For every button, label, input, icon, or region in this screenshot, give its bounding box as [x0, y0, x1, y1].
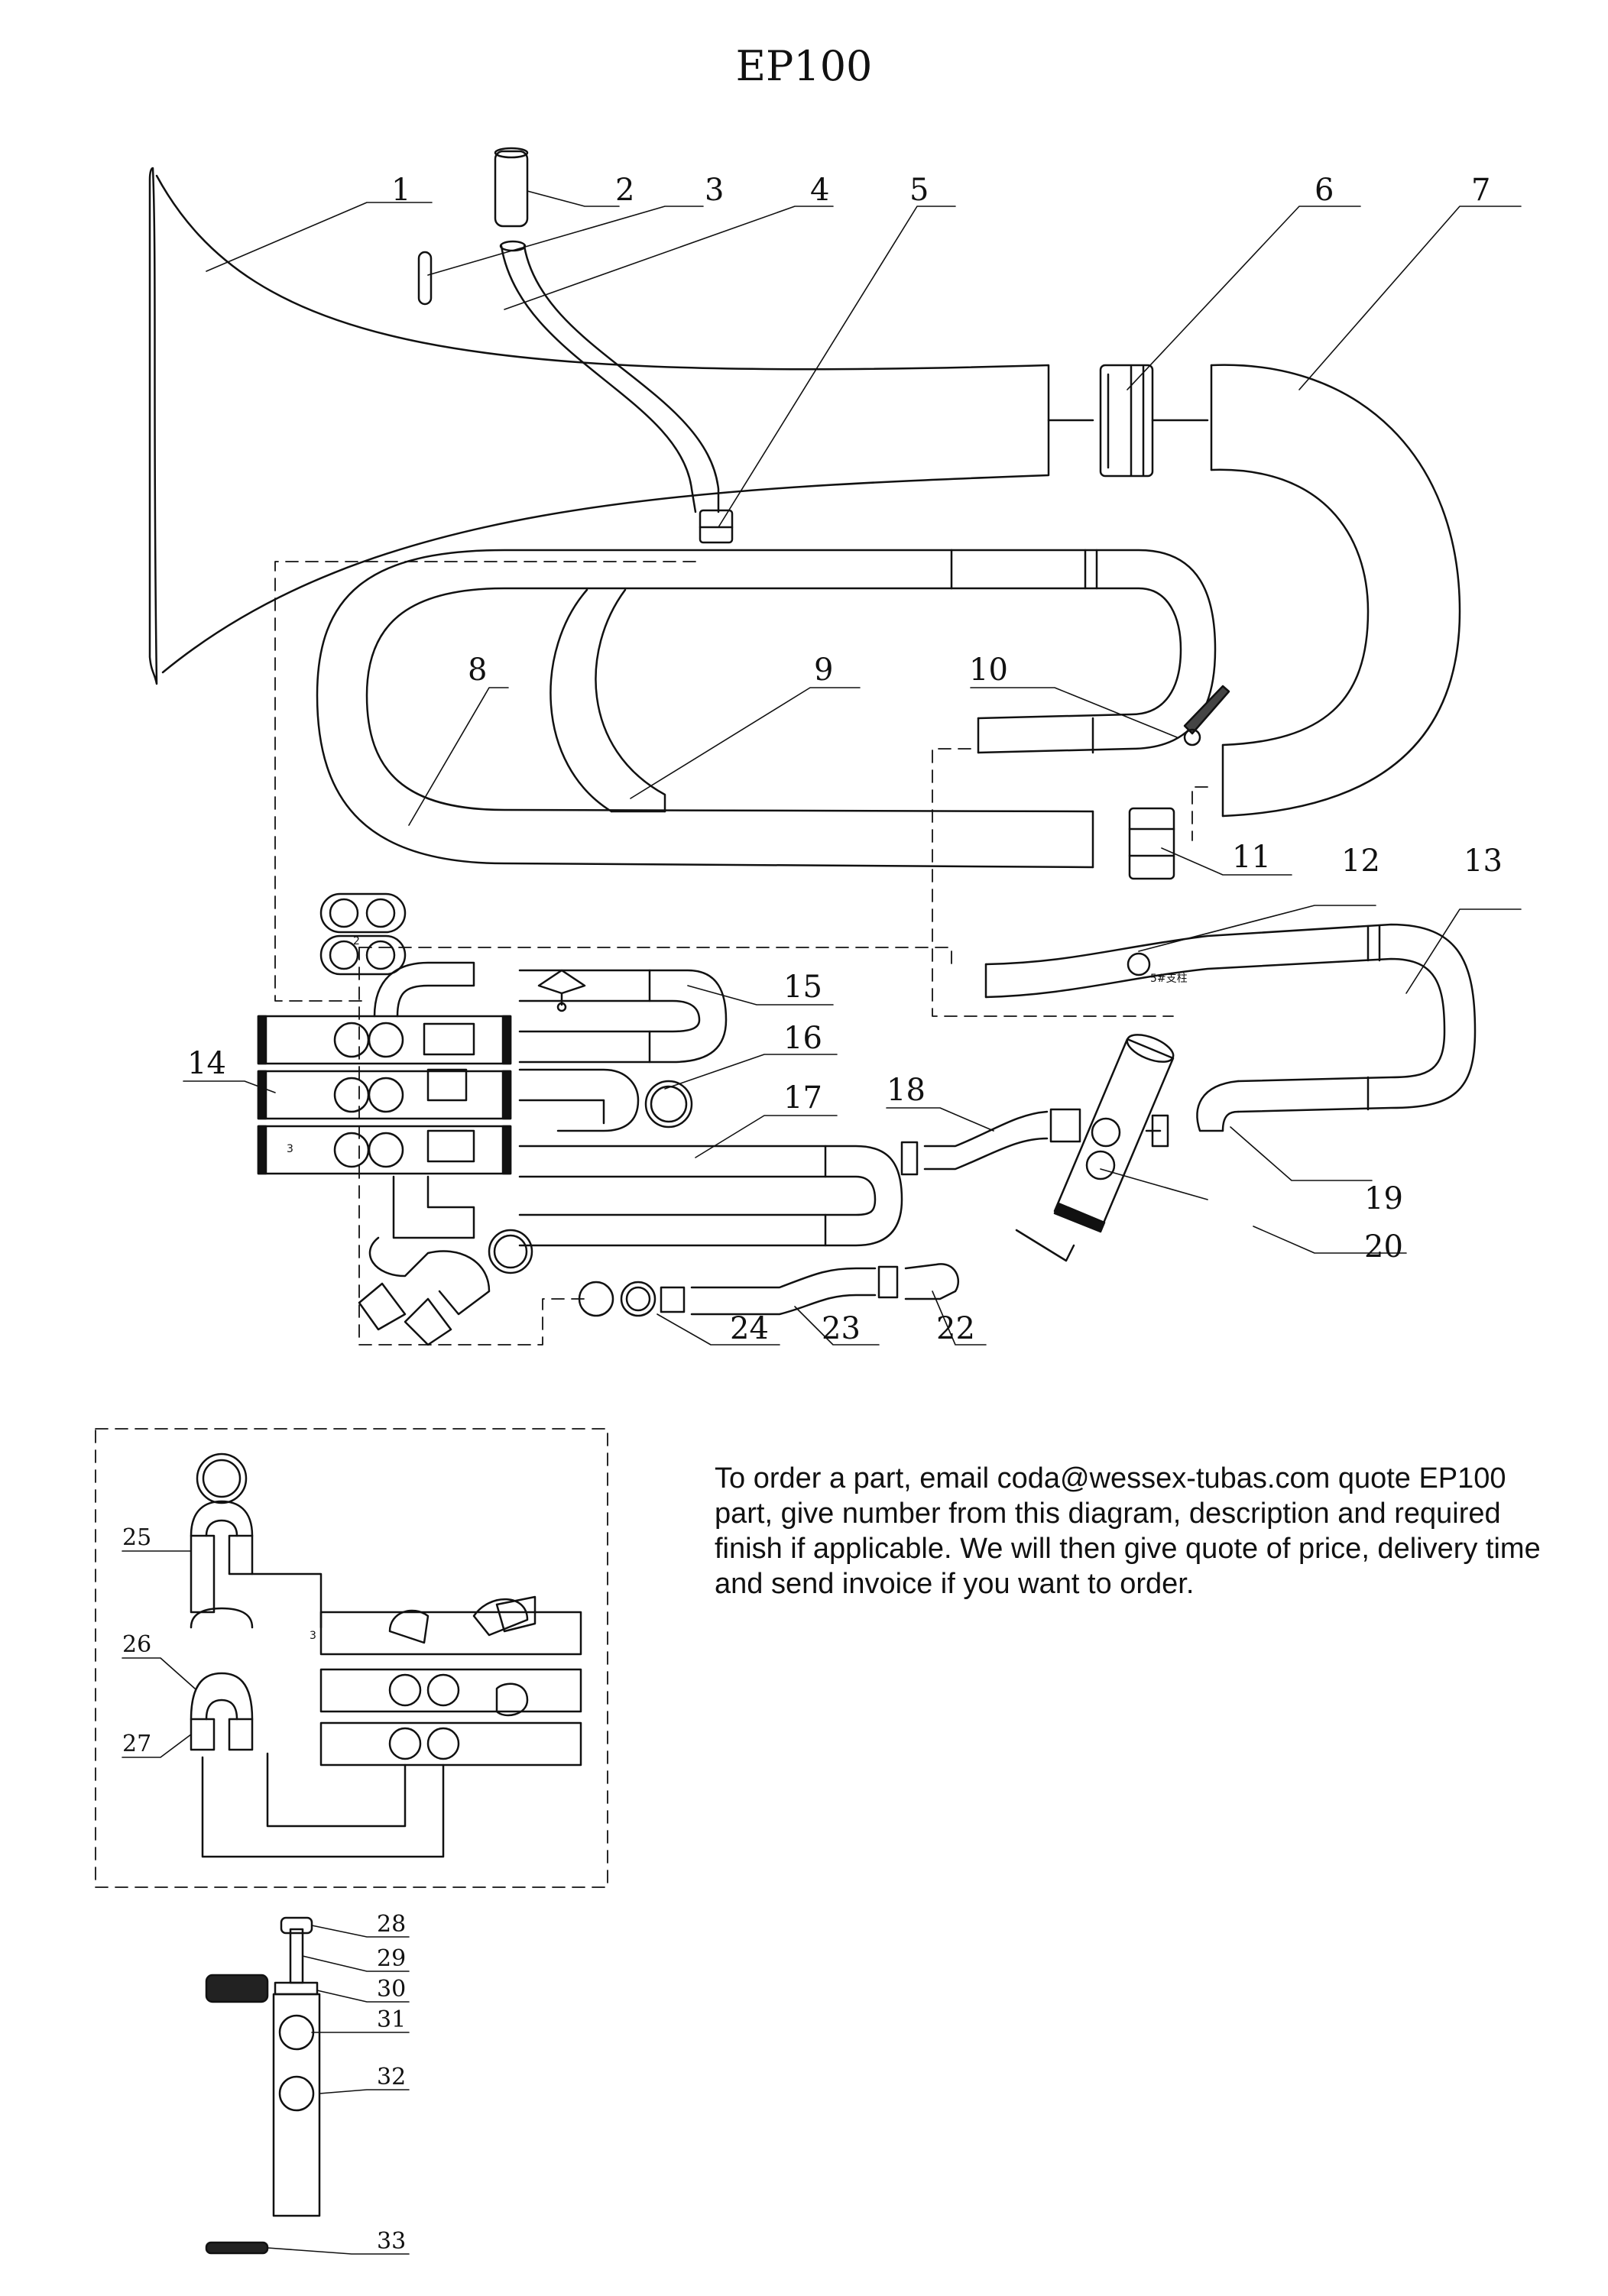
- label-26: 26: [122, 1631, 151, 1658]
- label-30: 30: [377, 1976, 406, 2003]
- label-10: 10: [969, 653, 1008, 688]
- valve-piston-parts: [205, 1916, 321, 2255]
- part-numbers: 1 2 3 4 5 6 7 8 9 10 11 12 13 14 15 16 1…: [122, 173, 1503, 2255]
- label-31: 31: [377, 2006, 406, 2033]
- order-instructions: To order a part, email coda@wessex-tubas…: [715, 1462, 1541, 1600]
- inset-box: [95, 1428, 608, 1888]
- inset-mark-3: 3: [310, 1630, 316, 1642]
- label-4: 4: [810, 173, 829, 208]
- label-27: 27: [122, 1731, 151, 1757]
- label-23: 23: [822, 1311, 861, 1346]
- label-29: 29: [377, 1945, 406, 1972]
- label-32: 32: [377, 2064, 406, 2090]
- pin-part-3: [417, 251, 433, 306]
- label-17: 17: [783, 1080, 822, 1116]
- label-2: 2: [615, 173, 634, 208]
- label-5: 5: [909, 173, 929, 208]
- brace-mark: 5#支柱: [1150, 973, 1188, 985]
- tube-part-18: [900, 1108, 1081, 1176]
- label-9: 9: [814, 653, 833, 688]
- label-1: 1: [391, 173, 410, 208]
- main-slide-part-17: [488, 1145, 903, 1274]
- label-11: 11: [1232, 840, 1271, 875]
- valve-slide-part-16: [518, 1068, 693, 1132]
- label-3: 3: [705, 173, 724, 208]
- leader-lines: [122, 190, 1522, 2255]
- label-7: 7: [1471, 173, 1490, 208]
- label-24: 24: [730, 1311, 769, 1346]
- label-18: 18: [887, 1073, 926, 1108]
- tuning-tube-part-12-13: [984, 923, 1477, 1132]
- main-bow-part-7: [1210, 364, 1461, 818]
- label-14: 14: [187, 1046, 226, 1081]
- label-8: 8: [468, 653, 487, 688]
- slide-part-10: [950, 549, 1230, 754]
- leadpipe-part-4: [499, 240, 720, 513]
- label-13: 13: [1464, 844, 1503, 879]
- valve-mark-3: 3: [287, 1143, 293, 1155]
- label-6: 6: [1315, 173, 1334, 208]
- valve-mark-2: 2: [353, 935, 360, 947]
- curved-tube-part-9: [550, 588, 666, 813]
- label-15: 15: [783, 970, 822, 1005]
- valve-part-19-20: [1015, 1034, 1175, 1262]
- label-19: 19: [1364, 1181, 1403, 1216]
- label-28: 28: [377, 1911, 406, 1938]
- tube-parts-22-24: [578, 1263, 960, 1317]
- valve-block-part-14: [257, 892, 512, 1346]
- inset-valve-parts: [190, 1452, 582, 1858]
- tube-loop-part-8: [316, 549, 1094, 869]
- label-16: 16: [783, 1021, 822, 1056]
- label-22: 22: [936, 1311, 975, 1346]
- connector-part-11: [1128, 807, 1175, 880]
- label-12: 12: [1341, 844, 1380, 879]
- bell-part-1: [148, 167, 1094, 685]
- ferrule-part-5: [699, 509, 734, 544]
- mouthpiece-part-2: [494, 147, 529, 228]
- assembly-dashed-lines: [274, 561, 1208, 1346]
- label-33: 33: [377, 2228, 406, 2255]
- page-title: EP100: [735, 42, 873, 90]
- label-25: 25: [122, 1524, 151, 1551]
- label-20: 20: [1364, 1229, 1403, 1265]
- bell-connector-part-6: [1099, 364, 1209, 478]
- valve-slide-part-15: [518, 969, 728, 1064]
